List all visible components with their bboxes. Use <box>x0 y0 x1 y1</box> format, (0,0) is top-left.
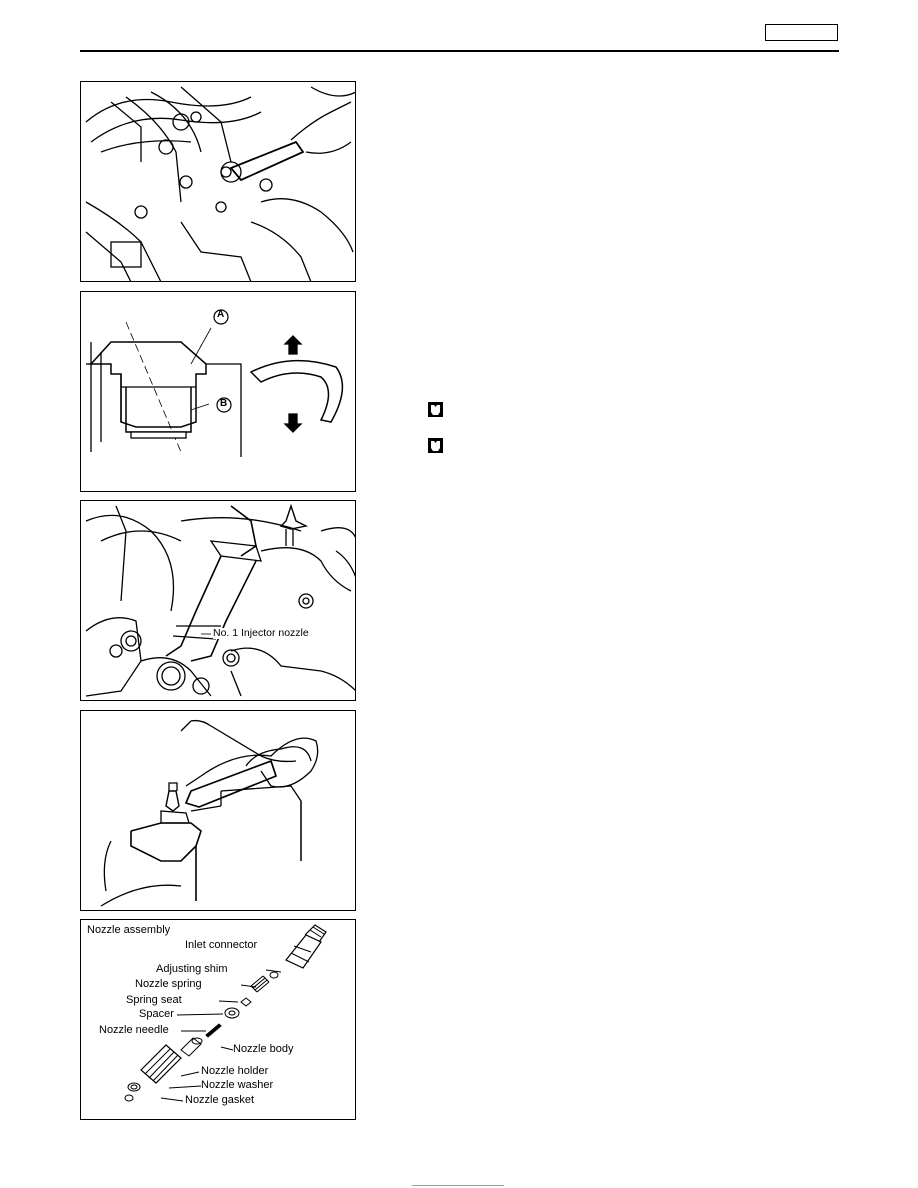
figure-nozzle-gasket-section: A B <box>80 291 356 492</box>
footer-rule <box>412 1185 504 1186</box>
callout-a: A <box>217 309 225 320</box>
engine-wrench-illustration <box>85 86 355 281</box>
figure-wrench-on-tube-nut <box>80 81 356 282</box>
socket-on-injector-illustration <box>85 503 355 697</box>
nozzle-assembly-title: Nozzle assembly <box>87 924 171 936</box>
callout-b: B <box>220 398 228 409</box>
nozzle-assembly-exploded-diagram <box>124 924 327 1102</box>
label-adjusting-shim: Adjusting shim <box>156 963 228 975</box>
figure-no1-injector-nozzle: No. 1 Injector nozzle <box>80 500 356 701</box>
figure-nozzle-assembly: Nozzle assembly Inlet connector Adjustin… <box>80 919 356 1120</box>
label-spacer: Spacer <box>139 1008 174 1020</box>
label-nozzle-needle: Nozzle needle <box>99 1024 169 1036</box>
label-nozzle-washer: Nozzle washer <box>201 1079 274 1091</box>
label-spring-seat: Spring seat <box>126 994 182 1006</box>
torque-wrench-icon <box>428 402 443 417</box>
callout-no1-injector-nozzle: No. 1 Injector nozzle <box>213 627 309 639</box>
label-nozzle-spring: Nozzle spring <box>135 978 202 990</box>
label-nozzle-holder: Nozzle holder <box>201 1065 269 1077</box>
header-rule <box>80 50 839 52</box>
label-nozzle-gasket: Nozzle gasket <box>185 1094 255 1106</box>
label-inlet-connector: Inlet connector <box>185 939 258 951</box>
nozzle-cross-section-diagram <box>86 309 344 457</box>
label-nozzle-body: Nozzle body <box>233 1043 294 1055</box>
section-tag-box <box>765 24 838 41</box>
vise-and-wrench-illustration <box>100 719 319 907</box>
torque-wrench-icon <box>428 438 443 453</box>
figure-nozzle-in-vise <box>80 710 356 911</box>
